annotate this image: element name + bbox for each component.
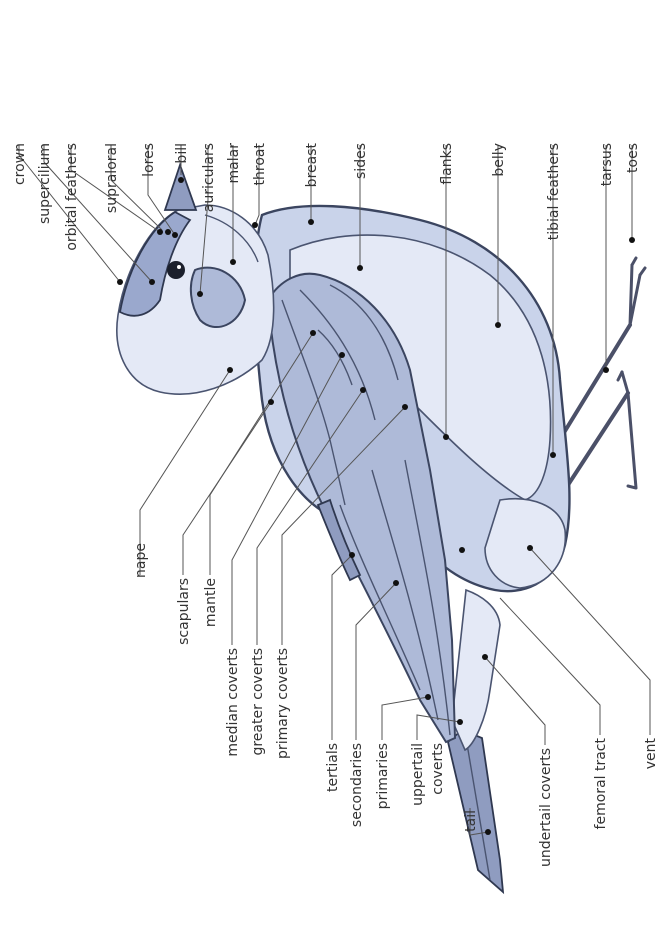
label-malar: malar — [226, 143, 242, 184]
label-flanks: flanks — [439, 143, 455, 185]
bird-eye — [167, 261, 185, 279]
label-sides: sides — [353, 143, 369, 179]
label-nape: nape — [133, 543, 149, 578]
label-tibial-feathers: tibial feathers — [546, 143, 562, 240]
label-scapulars: scapulars — [176, 578, 192, 645]
bird-vent-area — [485, 499, 565, 588]
label-tarsus: tarsus — [599, 143, 615, 186]
label-breast: breast — [304, 142, 320, 187]
bird-leg-front — [557, 325, 630, 444]
label-throat: throat — [252, 142, 268, 185]
label-primaries: primaries — [375, 743, 391, 809]
label-crown: crown — [12, 143, 28, 185]
label-belly: belly — [491, 143, 507, 177]
label-primary-coverts: primary coverts — [275, 648, 291, 759]
label-median-coverts: median coverts — [225, 648, 241, 757]
label-toes: toes — [625, 143, 641, 173]
label-tertials: tertials — [325, 743, 341, 792]
label-undertail-coverts: undertail coverts — [538, 748, 554, 867]
label-tail: tail — [463, 810, 479, 832]
label-femoral-tract: femoral tract — [593, 737, 609, 829]
label-auriculars: auriculars — [201, 143, 217, 212]
label-orbital-feathers: orbital feathers — [64, 143, 80, 251]
label-supercilium: supercilium — [37, 143, 53, 224]
label-secondaries: secondaries — [349, 743, 365, 827]
label-mantle: mantle — [203, 578, 219, 627]
label-lores: lores — [141, 143, 157, 177]
label-vent: vent — [643, 737, 659, 769]
label-bill: bill — [174, 143, 190, 164]
label-uppertail: uppertail — [410, 743, 426, 806]
label-supraloral: supraloral — [104, 143, 120, 213]
label-coverts: coverts — [430, 743, 446, 795]
bird-leg-back — [566, 393, 628, 488]
label-greater-coverts: greater coverts — [250, 648, 266, 756]
bird-undertail-coverts — [452, 590, 500, 750]
